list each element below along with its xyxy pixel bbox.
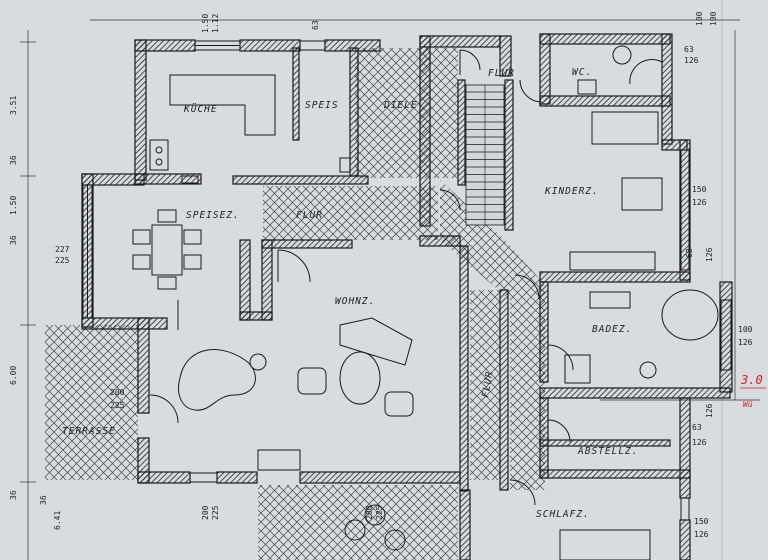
dim-bottom2-b: 225 — [375, 505, 384, 520]
dim-abstell-right: 126 — [705, 403, 714, 418]
dim-kright-a: 63 — [685, 248, 694, 258]
dimension-lines — [20, 19, 760, 560]
label-speis: SPEIS — [305, 100, 339, 111]
label-wohnz: WOHNZ. — [335, 296, 375, 307]
dim-left-a: 3.51 — [9, 96, 18, 115]
dim-terr-b: 225 — [110, 401, 125, 410]
label-flur-mid: FLUR — [296, 210, 323, 221]
dim-kuche-a: 1.50 — [201, 14, 210, 33]
dim-bottom-b: 225 — [211, 505, 220, 520]
label-terrasse: TERRASSE — [62, 426, 116, 437]
dim-bad-b: 126 — [738, 338, 753, 347]
dim-schlafz-a: 150 — [694, 517, 709, 526]
dim-bl-a: 36 — [39, 495, 48, 505]
dim-left-f: 36 — [9, 490, 18, 500]
dim-wc-a: 63 — [684, 45, 694, 54]
label-diele: DIELE — [383, 100, 418, 111]
dim-speis: 63 — [311, 20, 320, 30]
dim-wc-b: 126 — [684, 56, 699, 65]
dim-speisez-a: 227 — [55, 245, 70, 254]
dim-kinderz-a: 150 — [692, 185, 707, 194]
walls — [81, 33, 733, 560]
dim-left-d: 36 — [9, 235, 18, 245]
dim-bl-b: 6.41 — [53, 511, 62, 530]
dim-bottom-a: 200 — [201, 505, 210, 520]
label-flur-vert: FLUR — [480, 370, 496, 398]
label-wc: WC. — [572, 67, 592, 78]
dim-terr-a: 200 — [110, 388, 125, 397]
dim-kinderz-b: 126 — [692, 198, 707, 207]
label-kuche: KÜCHE — [183, 104, 218, 115]
dim-abstell-b: 126 — [692, 438, 707, 447]
dim-bad-a: 100 — [738, 325, 753, 334]
dim-bottom2-a: 200 — [365, 505, 374, 520]
dim-left-c: 1.50 — [9, 196, 18, 215]
dim-speisez-b: 225 — [55, 256, 70, 265]
dimension-labels: 1.50 1.12 63 100 100 63 126 150 126 63 1… — [9, 11, 753, 539]
label-abstellz: ABSTELLZ. — [577, 446, 638, 457]
red-annotation-sub: Wü — [743, 400, 753, 409]
label-badez: BADEZ. — [592, 324, 632, 335]
label-flur-top: FLUR — [488, 68, 515, 79]
dim-left-e: 6.00 — [9, 366, 18, 385]
doors — [149, 49, 574, 506]
label-kinderz: KINDERZ. — [544, 186, 599, 197]
furniture — [132, 45, 719, 560]
room-labels: KÜCHE SPEIS DIELE FLUR WC. KINDERZ. SPEI… — [62, 67, 638, 520]
dim-abstell-a: 63 — [692, 423, 702, 432]
label-schlafz: SCHLAFZ. — [536, 509, 590, 520]
dim-left-b: 36 — [9, 155, 18, 165]
dim-kright-b: 126 — [705, 247, 714, 262]
windows — [82, 40, 732, 521]
red-annotation: 3.0 — [740, 373, 763, 387]
label-speisez: SPEISEZ. — [186, 210, 240, 221]
dim-top-right-a: 100 — [695, 11, 704, 26]
dim-schlafz-b: 126 — [694, 530, 709, 539]
dim-kuche-b: 1.12 — [211, 14, 220, 33]
dim-top-right-b: 100 — [709, 11, 718, 26]
staircase — [465, 84, 505, 226]
